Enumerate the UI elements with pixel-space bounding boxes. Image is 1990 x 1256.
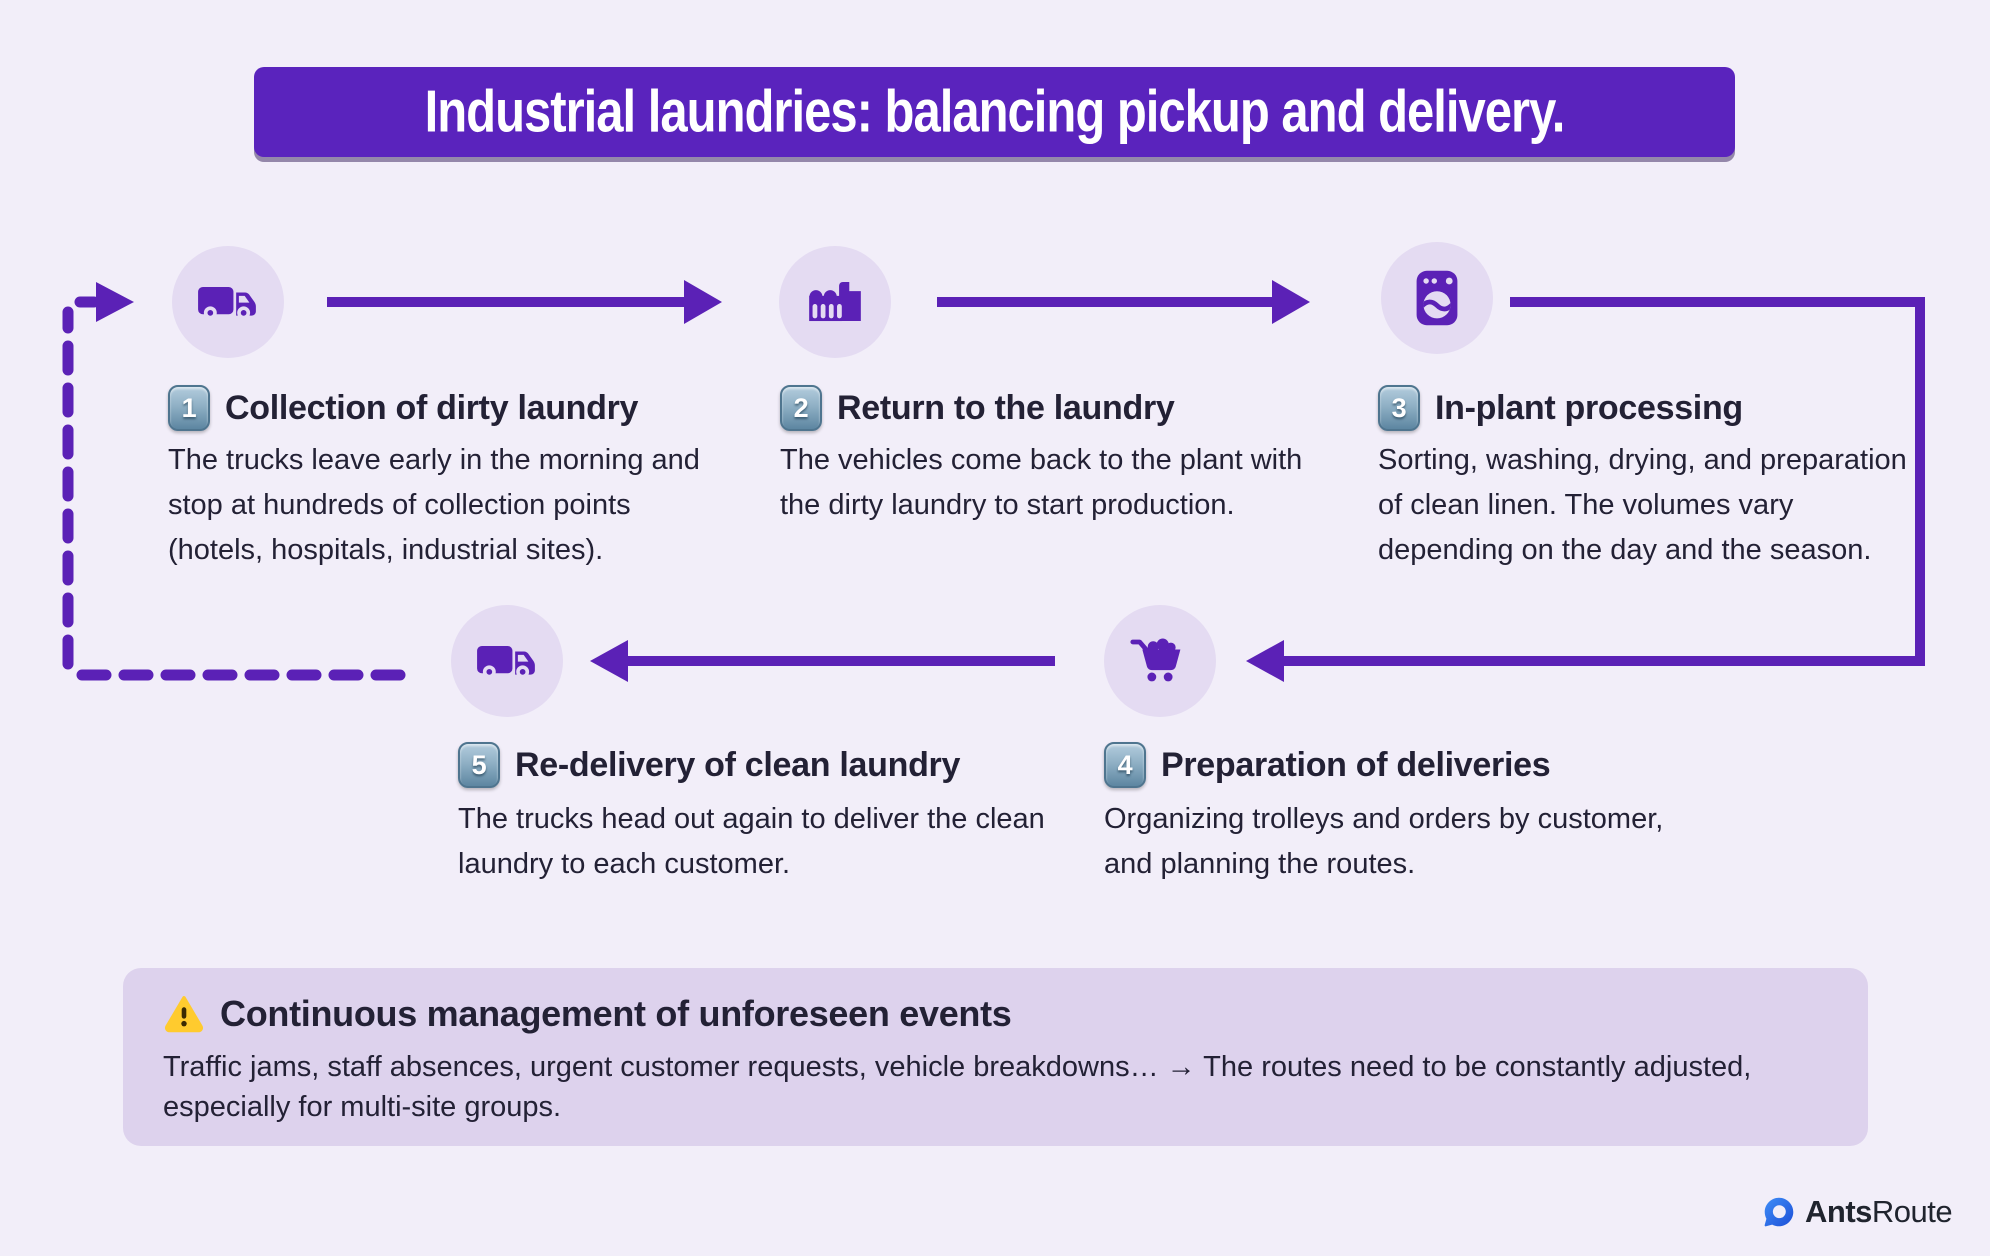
antsroute-logo-icon (1764, 1197, 1794, 1227)
step1-heading: 1 Collection of dirty laundry (168, 385, 638, 431)
keycap-5: 5 (458, 742, 500, 788)
page-title: Industrial laundries: balancing pickup a… (424, 79, 1566, 145)
washing-machine-icon (1416, 270, 1458, 326)
arrow-step1-step2 (327, 280, 722, 324)
step3-heading: 3 In-plant processing (1378, 385, 1743, 431)
arrow-step4-step5 (590, 640, 1055, 682)
logo-text-regular: Route (1871, 1194, 1953, 1229)
warning-icon (165, 996, 203, 1033)
antsroute-logo: AntsRoute (1762, 1194, 1953, 1230)
note-heading: Continuous management of unforeseen even… (163, 993, 1828, 1035)
step3-heading-label: In-plant processing (1435, 388, 1743, 427)
step3-description: Sorting, washing, drying, and preparatio… (1378, 444, 1907, 566)
step3-icon-circle (1381, 242, 1493, 354)
step5-heading: 5 Re-delivery of clean laundry (458, 742, 960, 788)
step2-heading: 2 Return to the laundry (780, 385, 1175, 431)
laundry-cart-icon (1130, 638, 1181, 682)
step5-description: The trucks head out again to deliver the… (458, 803, 1045, 880)
note-body: Traffic jams, staff absences, urgent cus… (163, 1051, 1752, 1123)
keycap-1: 1 (168, 385, 210, 431)
step4-heading: 4 Preparation of deliveries (1104, 742, 1551, 788)
step4-heading-label: Preparation of deliveries (1161, 745, 1551, 784)
truck-icon (477, 646, 535, 679)
logo-text-bold: Ants (1805, 1194, 1872, 1229)
step2-icon-circle (779, 246, 891, 358)
keycap-4: 4 (1104, 742, 1146, 788)
arrow-step2-step3 (937, 280, 1310, 324)
step4-description: Organizing trolleys and orders by custom… (1104, 803, 1664, 880)
step2-description: The vehicles come back to the plant with… (780, 444, 1303, 521)
truck-icon (198, 287, 256, 320)
step1-description: The trucks leave early in the morning an… (168, 444, 700, 566)
dashed-return-arrowhead (96, 282, 134, 322)
step4-icon-circle (1104, 605, 1216, 717)
step5-heading-label: Re-delivery of clean laundry (515, 745, 961, 784)
step2-heading-label: Return to the laundry (837, 388, 1175, 427)
keycap-3: 3 (1378, 385, 1420, 431)
title-banner: Industrial laundries: balancing pickup a… (254, 67, 1735, 157)
step5-icon-circle (451, 605, 563, 717)
step1-icon-circle (172, 246, 284, 358)
note-heading-label: Continuous management of unforeseen even… (220, 993, 1012, 1034)
antsroute-logo-text: AntsRoute (1805, 1194, 1953, 1230)
factory-icon (809, 281, 861, 322)
step1-heading-label: Collection of dirty laundry (225, 388, 639, 427)
warning-note: Continuous management of unforeseen even… (123, 968, 1868, 1146)
keycap-2: 2 (780, 385, 822, 431)
